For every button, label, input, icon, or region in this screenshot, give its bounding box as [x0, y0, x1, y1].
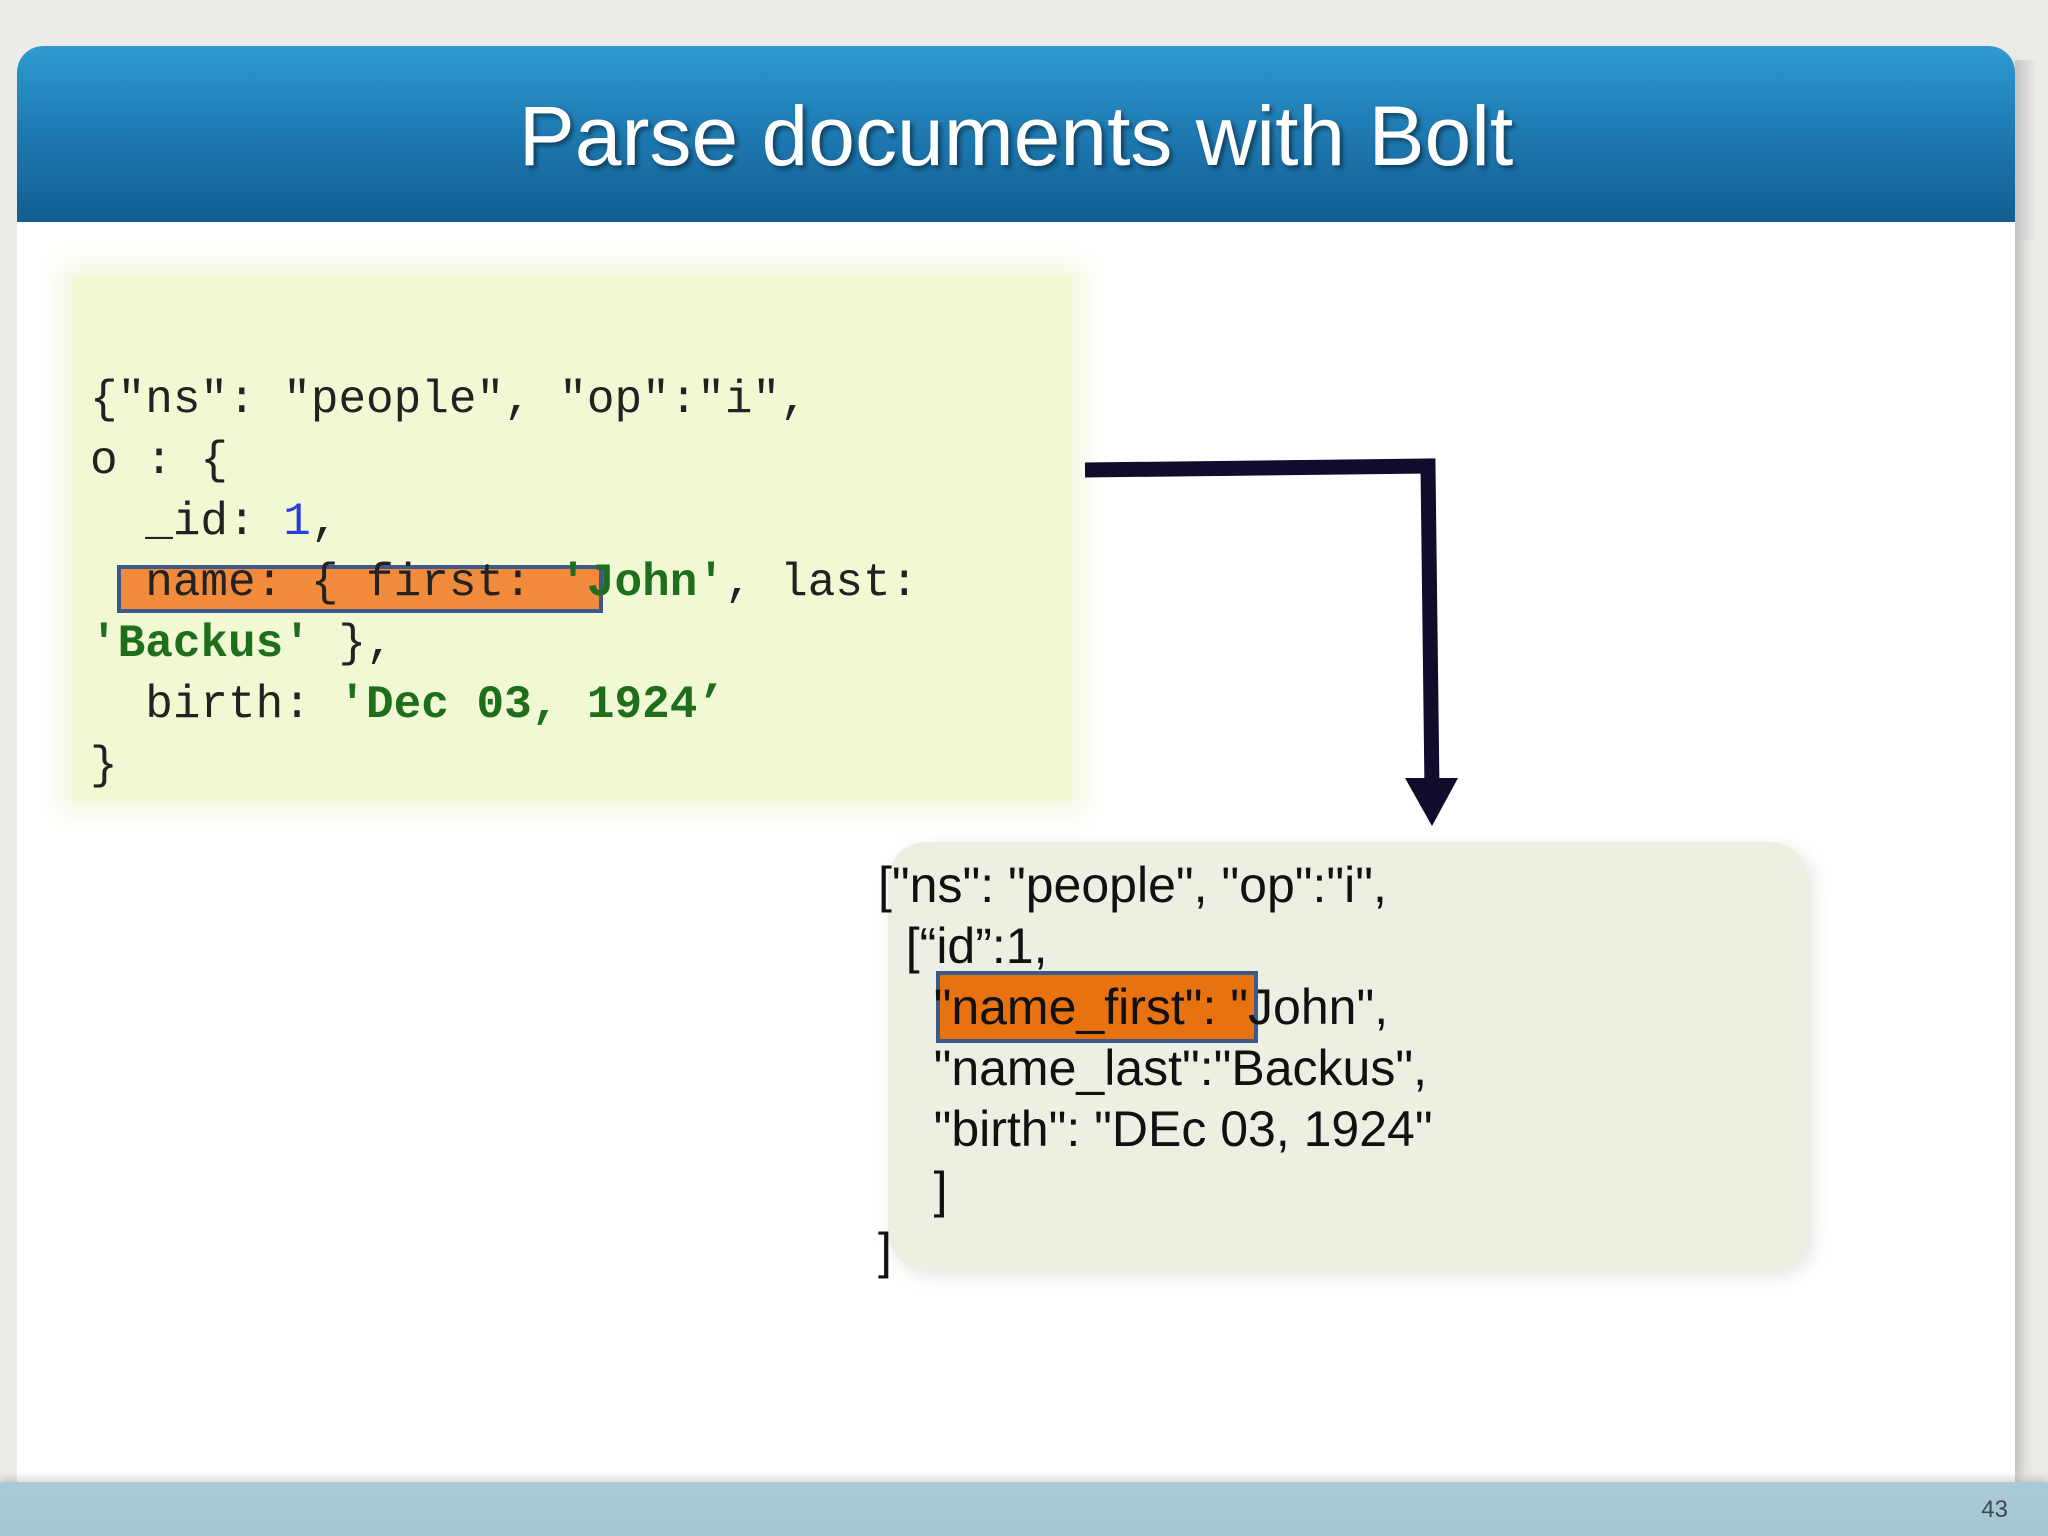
source-code-line: 'Backus' }, [90, 614, 918, 675]
string-literal: 'John' [559, 557, 725, 609]
source-highlight [117, 565, 603, 613]
code-text: birth: [90, 679, 339, 731]
parsed-document-box [888, 842, 1808, 1270]
arrow-head [1405, 778, 1458, 826]
code-text: } [90, 740, 118, 792]
string-literal: 'Backus' [90, 618, 311, 670]
parsed-code-line: ] [878, 1223, 892, 1279]
number-literal: 1 [283, 496, 311, 548]
slide-edge [2015, 60, 2035, 240]
code-text: , [310, 496, 339, 548]
string-literal: 'Dec 03, 1924’ [338, 679, 725, 731]
parsed-highlight [936, 971, 1258, 1043]
source-code-line: } [90, 736, 918, 797]
source-document-box [72, 276, 1072, 801]
code-text: , last: [724, 557, 919, 609]
footer-bar: 43 [0, 1482, 2048, 1536]
parsed-code-line: ] [878, 1162, 948, 1218]
source-code-line: name: { first: 'John', last: [90, 553, 918, 614]
code-text: }, [310, 618, 394, 670]
parsed-document-code: ["ns": "people", "op":"i", [“id”:1, "nam… [878, 855, 1433, 1282]
source-code-line: birth: 'Dec 03, 1924’ [90, 675, 918, 736]
parsed-code-line: "name_last":"Backus", [878, 1040, 1427, 1096]
code-text: o : { [90, 435, 229, 487]
source-code-line: _id: 1, [90, 492, 918, 553]
parsed-code-line: ["ns": "people", "op":"i", [878, 857, 1387, 913]
page-number: 43 [1981, 1496, 2008, 1523]
code-text: _id: [90, 496, 284, 548]
parsed-code-line: "name_first": "John", [878, 979, 1389, 1035]
parsed-code-line: "birth": "DEc 03, 1924" [878, 1101, 1433, 1157]
code-text: {"ns": "people", "op":"i", [90, 374, 808, 426]
arrow-line [1084, 458, 1440, 791]
source-document-code: {"ns": "people", "op":"i", o : { _id: 1 , … [90, 370, 918, 797]
title-bar: Parse documents with Bolt [17, 46, 2015, 222]
parsed-code-line: [“id”:1, [878, 918, 1048, 974]
source-code-line: o : { [90, 431, 918, 492]
slide-title: Parse documents with Bolt [518, 89, 1514, 183]
source-code-line: {"ns": "people", "op":"i", [90, 370, 918, 431]
code-text: name: { first: [90, 557, 560, 609]
